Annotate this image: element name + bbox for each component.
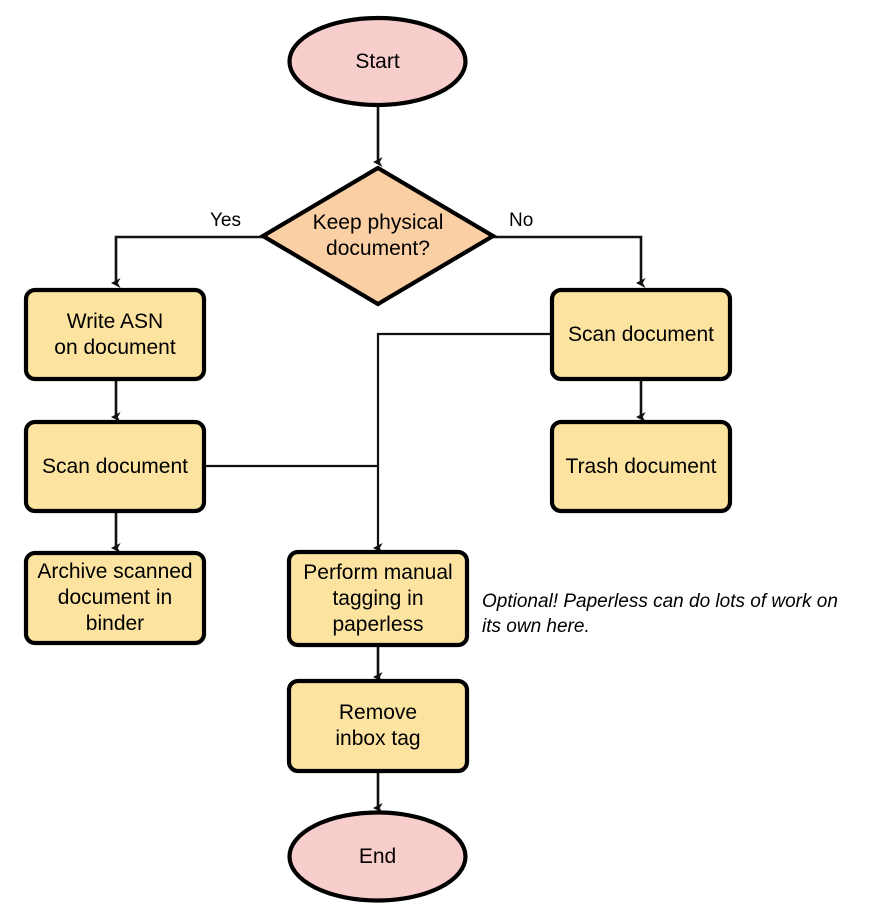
node-manual-tagging[interactable]: [286, 549, 470, 648]
node-write-asn[interactable]: [23, 287, 207, 382]
node-end[interactable]: [287, 810, 468, 903]
node-scan-document-right[interactable]: [549, 287, 733, 382]
node-scan-document-left[interactable]: [23, 419, 207, 514]
edge-label-yes: Yes: [210, 210, 241, 231]
node-start[interactable]: [287, 15, 468, 108]
edge-decision-no-to-scan-right: [493, 235, 641, 283]
node-trash-document[interactable]: [549, 419, 733, 514]
edge-scan-right-to-manual-tagging: [378, 332, 552, 548]
optional-note-text: Optional! Paperless can do lots of work …: [482, 591, 838, 637]
node-remove-inbox-tag[interactable]: [286, 678, 470, 774]
node-archive-scanned-document[interactable]: [23, 550, 207, 646]
edge-decision-yes-to-write-asn: [116, 235, 263, 283]
node-decision-keep-physical-document[interactable]: [258, 165, 498, 307]
edge-label-no: No: [509, 210, 534, 231]
